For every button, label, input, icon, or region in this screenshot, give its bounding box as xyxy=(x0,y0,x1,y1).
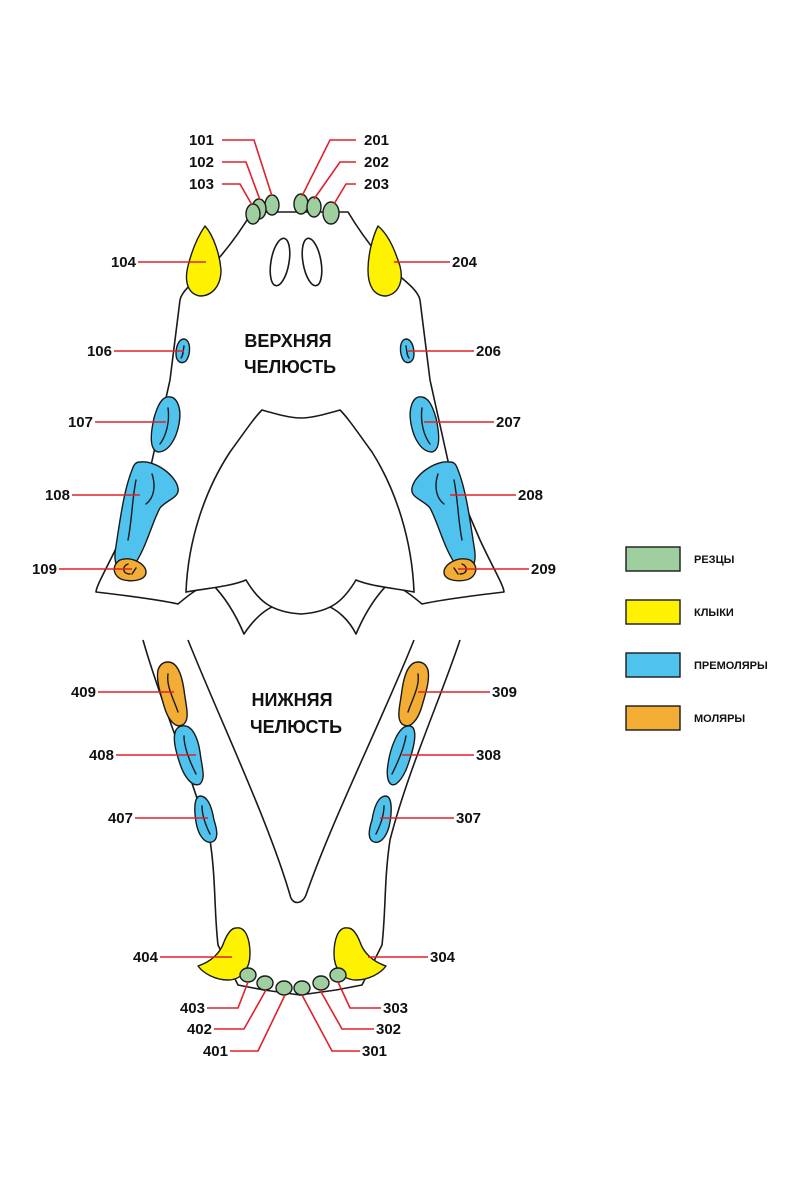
leader-line-402 xyxy=(214,989,267,1030)
tooth-302 xyxy=(312,975,330,991)
tooth-309 xyxy=(398,661,430,727)
tooth-109 xyxy=(113,558,147,582)
tooth-207 xyxy=(409,396,440,453)
legend-swatch-premolar xyxy=(625,652,681,678)
tooth-307 xyxy=(368,795,392,843)
tooth-303 xyxy=(329,967,347,983)
leader-line-203 xyxy=(333,183,356,205)
tooth-number-layer: 101 102 103 201 202 203 104 204 106 206 107 207 108 2… xyxy=(32,132,556,1060)
legend: РЕЗЦЫ КЛЫКИ ПРЕМОЛЯРЫ МОЛЯРЫ xyxy=(625,546,768,731)
legend-swatch-incisor xyxy=(625,546,681,572)
tooth-number-203: 203 xyxy=(364,176,389,193)
upper-jaw-palate xyxy=(185,409,415,615)
tooth-403 xyxy=(239,967,257,983)
tooth-number-403: 403 xyxy=(180,1000,205,1017)
tooth-301 xyxy=(293,980,311,996)
leader-line-202 xyxy=(313,161,356,200)
tooth-number-206: 206 xyxy=(476,343,501,360)
tooth-number-303: 303 xyxy=(383,1000,408,1017)
tooth-number-402: 402 xyxy=(187,1021,212,1038)
tooth-201 xyxy=(293,193,309,215)
tooth-number-408: 408 xyxy=(89,747,114,764)
tooth-308-groove xyxy=(391,735,407,775)
tooth-307-groove xyxy=(375,805,385,835)
incisive-foramen-left xyxy=(269,237,291,287)
teeth-layer xyxy=(113,193,477,996)
tooth-407-groove xyxy=(201,805,211,835)
tooth-107 xyxy=(150,396,181,453)
leader-line-403 xyxy=(207,981,249,1009)
leader-line-303 xyxy=(337,981,381,1009)
tooth-409 xyxy=(156,661,188,727)
tooth-409-groove xyxy=(166,673,179,713)
leader-line-103 xyxy=(222,183,253,206)
tooth-402 xyxy=(256,975,274,991)
legend-swatch-molar xyxy=(625,705,681,731)
tooth-number-401: 401 xyxy=(203,1043,228,1060)
leader-line-401 xyxy=(230,994,286,1052)
legend-swatch-canine xyxy=(625,599,681,625)
tooth-number-207: 207 xyxy=(496,414,521,431)
tooth-404 xyxy=(197,927,251,981)
leader-line-101 xyxy=(222,139,273,197)
tooth-203 xyxy=(322,201,340,225)
tooth-number-407: 407 xyxy=(108,810,133,827)
tooth-number-309: 309 xyxy=(492,684,517,701)
tooth-number-109: 109 xyxy=(32,561,57,578)
tooth-number-409: 409 xyxy=(71,684,96,701)
tooth-number-204: 204 xyxy=(452,254,478,271)
lower-jaw-inner-v xyxy=(187,639,415,904)
legend-label-premolar: ПРЕМОЛЯРЫ xyxy=(694,660,768,672)
tooth-104 xyxy=(185,225,222,297)
tooth-208-groove xyxy=(435,473,463,541)
tooth-number-202: 202 xyxy=(364,154,389,171)
tooth-204 xyxy=(367,225,402,297)
tooth-108-groove xyxy=(127,473,155,541)
tooth-309-groove xyxy=(407,673,420,713)
tooth-209 xyxy=(443,558,477,582)
tooth-407 xyxy=(194,795,218,843)
lower-jaw-right-outline xyxy=(299,639,461,996)
tooth-number-302: 302 xyxy=(376,1021,401,1038)
tooth-number-404: 404 xyxy=(133,949,159,966)
upper-jaw-label-line2: ЧЕЛЮСТЬ xyxy=(244,357,336,377)
tooth-106-groove xyxy=(180,345,185,359)
tooth-number-208: 208 xyxy=(518,487,543,504)
upper-jaw-label-line1: ВЕРХНЯЯ xyxy=(244,331,331,351)
legend-label-canine: КЛЫКИ xyxy=(694,607,734,619)
tooth-number-103: 103 xyxy=(189,176,214,193)
tooth-number-201: 201 xyxy=(364,132,389,149)
lower-jaw-label-line2: ЧЕЛЮСТЬ xyxy=(250,717,342,737)
legend-label-molar: МОЛЯРЫ xyxy=(694,713,745,725)
leader-line-201 xyxy=(301,139,356,197)
leader-line-102 xyxy=(222,161,261,201)
tooth-number-307: 307 xyxy=(456,810,481,827)
tooth-number-107: 107 xyxy=(68,414,93,431)
tooth-number-304: 304 xyxy=(430,949,456,966)
lower-jaw-label-line1: НИЖНЯЯ xyxy=(251,690,332,710)
tooth-207-groove xyxy=(420,407,431,445)
tooth-103 xyxy=(245,203,261,225)
tooth-number-209: 209 xyxy=(531,561,556,578)
tooth-101 xyxy=(264,194,280,216)
tooth-206-groove xyxy=(405,345,410,359)
tooth-number-106: 106 xyxy=(87,343,112,360)
tooth-number-301: 301 xyxy=(362,1043,387,1060)
tooth-107-groove xyxy=(159,407,170,445)
leader-line-301 xyxy=(301,994,360,1052)
tooth-number-101: 101 xyxy=(189,132,214,149)
tooth-number-104: 104 xyxy=(111,254,137,271)
tooth-304 xyxy=(333,927,387,981)
tooth-number-102: 102 xyxy=(189,154,214,171)
tooth-number-108: 108 xyxy=(45,487,70,504)
leader-layer xyxy=(59,139,529,1052)
tooth-202 xyxy=(306,196,322,218)
tooth-401 xyxy=(275,980,293,996)
incisive-foramen-right xyxy=(301,237,323,287)
leader-line-302 xyxy=(319,989,374,1030)
tooth-number-308: 308 xyxy=(476,747,501,764)
legend-label-incisor: РЕЗЦЫ xyxy=(694,554,735,566)
